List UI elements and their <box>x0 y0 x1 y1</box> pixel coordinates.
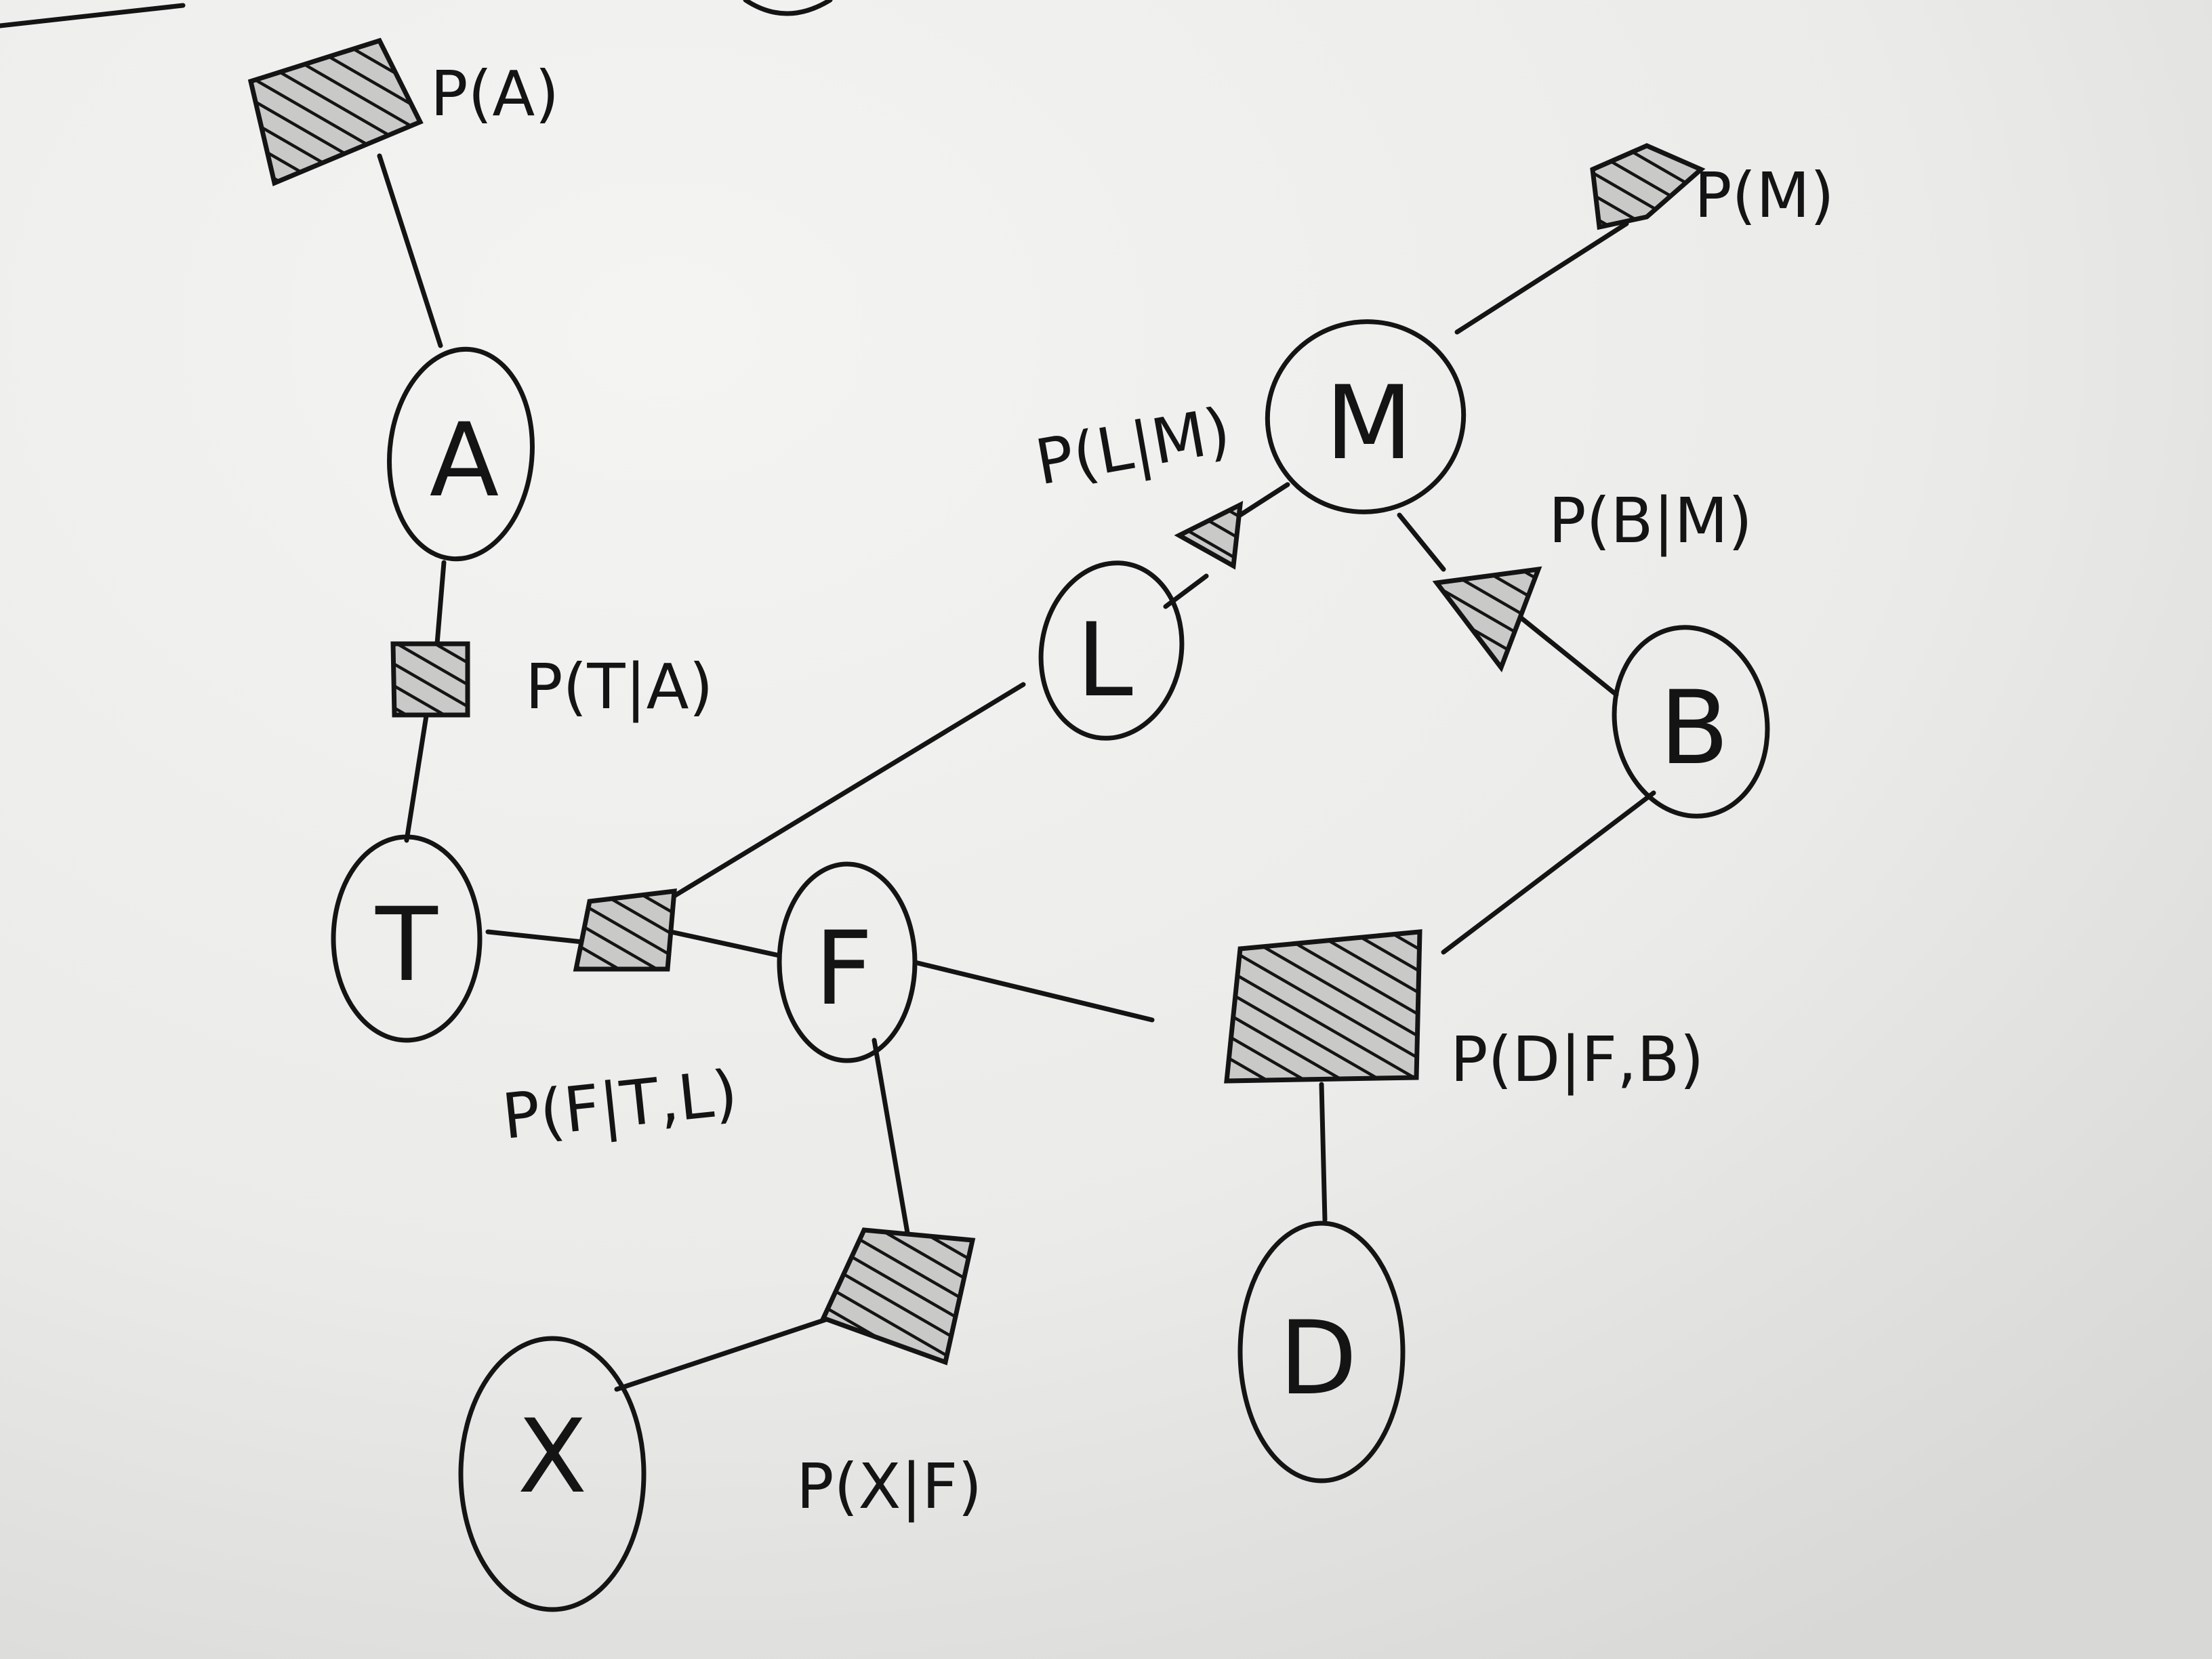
factor-box-pA <box>247 37 424 186</box>
node-X: X <box>458 1336 647 1612</box>
node-M: M <box>1265 319 1467 514</box>
factor-box-pM <box>1590 143 1706 230</box>
factor-label-pTA: P(T|A) <box>525 651 713 723</box>
node-label-L: L <box>1076 602 1133 720</box>
stray-stroke-top-left <box>0 3 186 28</box>
factors <box>247 37 1706 1366</box>
factor-label-pM: P(M) <box>1694 159 1835 232</box>
factor-label-pDFB: P(D|F,B) <box>1450 1023 1704 1096</box>
node-label-M: M <box>1325 365 1412 483</box>
edge-M-pM <box>1454 221 1629 335</box>
node-A: A <box>387 346 535 562</box>
edge-F-pDFB <box>912 960 1155 1023</box>
edge-pFTL-L <box>668 682 1026 901</box>
factor-labels: P(A) P(T|A) P(F|T,L) P(X|F) P(M) P(L|M) … <box>430 58 1835 1523</box>
edge-pLM-M <box>1237 482 1290 518</box>
edge-pBM-B <box>1509 607 1619 697</box>
edge-pTA-T <box>404 709 430 843</box>
edge-B-pDFB <box>1441 790 1656 955</box>
edge-pA-A <box>377 153 443 348</box>
factor-box-pTA <box>390 641 470 718</box>
edge-pFTL-F <box>668 929 782 958</box>
factor-box-pLM <box>1174 500 1244 570</box>
edge-T-pFTL <box>485 929 586 945</box>
node-F: F <box>777 861 918 1063</box>
edges <box>377 153 1656 1392</box>
node-T: T <box>331 834 483 1043</box>
factor-box-pFTL <box>573 888 677 972</box>
node-B: B <box>1612 625 1770 819</box>
stray-stroke-top-center <box>743 0 833 16</box>
node-label-F: F <box>815 910 873 1028</box>
node-label-T: T <box>375 886 438 1004</box>
node-label-A: A <box>430 402 499 520</box>
node-D: D <box>1237 1221 1406 1483</box>
edge-A-pTA <box>434 560 447 647</box>
factor-label-pXF: P(X|F) <box>796 1450 982 1523</box>
edge-pDFB-D <box>1319 1082 1328 1223</box>
factor-label-pA: P(A) <box>430 58 559 130</box>
node-label-X: X <box>518 1398 588 1516</box>
factor-box-pDFB <box>1224 929 1422 1084</box>
node-L: L <box>1038 560 1185 741</box>
edge-pXF-X <box>614 1315 833 1392</box>
factor-label-pBM: P(B|M) <box>1549 485 1753 557</box>
edge-F-pXF <box>872 1038 911 1240</box>
nodes: A T F X L M B D <box>331 319 1770 1612</box>
node-label-D: D <box>1279 1300 1357 1418</box>
factor-box-pBM <box>1432 566 1542 673</box>
factor-box-pXF <box>820 1227 976 1366</box>
edge-M-pBM <box>1397 512 1446 572</box>
node-label-B: B <box>1660 670 1729 787</box>
